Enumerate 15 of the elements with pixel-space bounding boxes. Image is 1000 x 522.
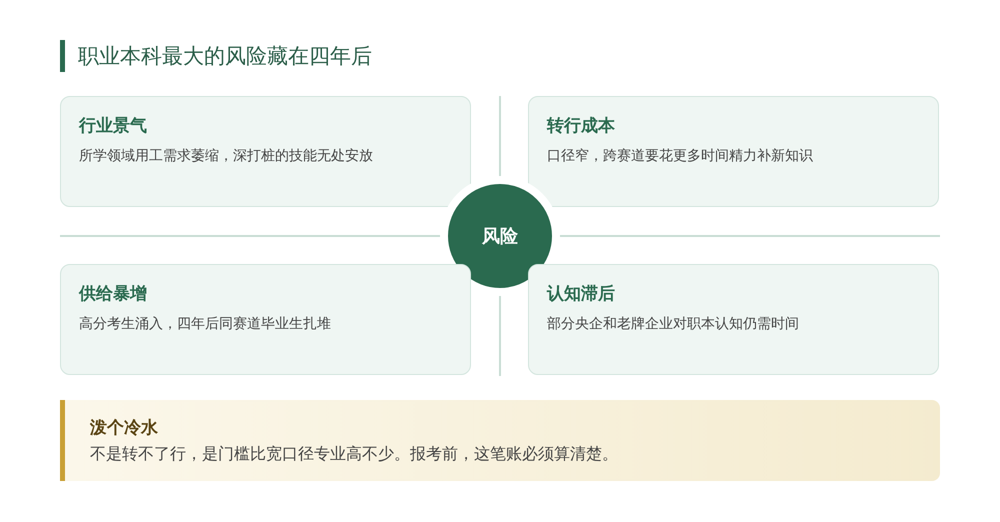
card-text: 口径窄，跨赛道要花更多时间精力补新知识 <box>547 146 813 165</box>
card-heading: 供给暴增 <box>79 283 147 305</box>
banner-text: 不是转不了行，是门槛比宽口径专业高不少。报考前，这笔账必须算清楚。 <box>90 444 618 465</box>
risk-card <box>60 96 471 207</box>
title: 职业本科最大的风险藏在四年后 <box>78 44 372 70</box>
card-heading: 行业景气 <box>79 115 147 137</box>
banner-heading: 泼个冷水 <box>90 417 158 439</box>
card-text: 高分考生涌入，四年后同赛道毕业生扎堆 <box>79 314 331 333</box>
risk-card <box>528 96 939 207</box>
card-heading: 转行成本 <box>547 115 615 137</box>
note-banner <box>60 400 940 481</box>
risk-card <box>528 264 939 375</box>
card-text: 部分央企和老牌企业对职本认知仍需时间 <box>547 314 799 333</box>
card-text: 所学领域用工需求萎缩，深打桩的技能无处安放 <box>79 146 373 165</box>
risk-card <box>60 264 471 375</box>
